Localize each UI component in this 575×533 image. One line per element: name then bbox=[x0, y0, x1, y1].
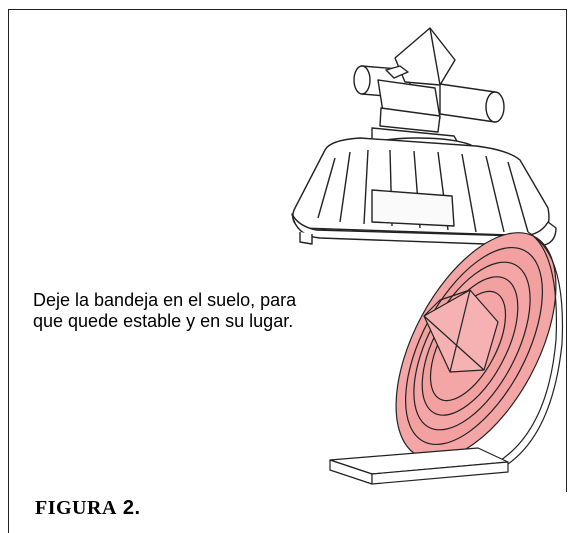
frame-border-left bbox=[8, 9, 9, 533]
frame-border-right bbox=[566, 9, 567, 492]
instruction-text: Deje la bandeja en el suelo, para que qu… bbox=[33, 290, 297, 331]
feeder-dome-icon bbox=[291, 27, 557, 251]
figure-label: FIGURA bbox=[35, 497, 117, 519]
frame-border-top bbox=[8, 9, 567, 10]
figure-number: 2. bbox=[122, 497, 141, 519]
feeding-tray-icon bbox=[395, 231, 564, 469]
floor-block-icon bbox=[329, 447, 509, 485]
